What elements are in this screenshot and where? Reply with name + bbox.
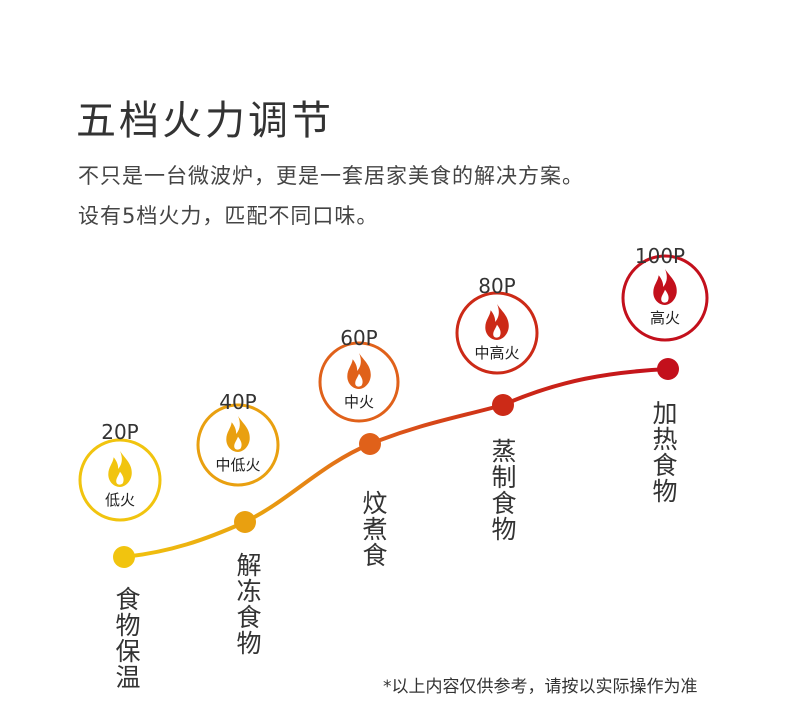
power-level-label: 80P (478, 274, 516, 298)
curve-dot-20p (113, 546, 135, 568)
flame-icon (226, 416, 250, 452)
flame-icon (653, 269, 677, 305)
curve-dot-100p (657, 358, 679, 380)
disclaimer-note: *以上内容仅供参考，请按以实际操作为准 (383, 677, 698, 697)
power-badge-label: 中火 (344, 393, 374, 411)
curve-dot-80p (492, 394, 514, 416)
power-level-label: 20P (101, 420, 139, 444)
function-label: 蒸制食物 (488, 438, 517, 542)
function-label: 解冻食物 (233, 552, 262, 656)
power-badge-label: 中高火 (474, 344, 519, 362)
power-level-label: 40P (219, 390, 257, 414)
flame-icon (347, 353, 371, 389)
flame-icon (108, 451, 132, 487)
power-badge-label: 中低火 (215, 456, 260, 474)
curve-dot-40p (234, 511, 256, 533)
power-level-label: 60P (340, 326, 378, 350)
power-badge-label: 高火 (650, 309, 680, 327)
curve-dot-60p (359, 433, 381, 455)
intro-line-2: 设有5档火力，匹配不同口味。 (78, 204, 379, 228)
function-label: 加热食物 (649, 400, 678, 504)
function-label: 炆煮食 (359, 490, 388, 568)
intro-line-1: 不只是一台微波炉，更是一套居家美食的解决方案。 (78, 164, 584, 188)
page-title: 五档火力调节 (76, 98, 334, 144)
flame-icon (485, 304, 509, 340)
power-level-label: 100P (634, 244, 686, 268)
function-label: 食物保温 (112, 586, 141, 690)
power-badge-label: 低火 (105, 491, 135, 509)
